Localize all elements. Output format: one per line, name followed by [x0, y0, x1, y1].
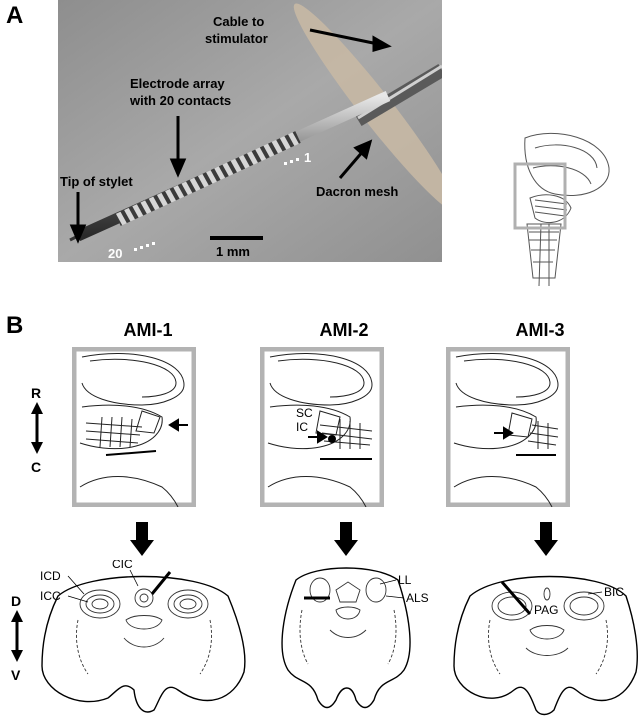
label-icc: ICC — [40, 589, 61, 603]
svg-text:V: V — [11, 667, 21, 682]
scale-bar-label: 1 mm — [216, 244, 250, 259]
coronal-section-ami-1: CIC ICD ICC — [40, 560, 246, 713]
sagittal-inset-ami-3 — [446, 347, 570, 507]
sagittal-inset-ami-2: SC IC — [260, 347, 384, 507]
down-arrow-ami-2 — [334, 522, 358, 556]
sagittal-inset-ami-1 — [72, 347, 196, 507]
label-contact-20: 20 — [108, 246, 122, 261]
electrode-contacts — [115, 131, 301, 226]
panel-b-letter: B — [6, 312, 24, 339]
label-contact-1: 1 — [304, 150, 311, 165]
label-tip: Tip of stylet — [60, 174, 133, 189]
svg-text:D: D — [11, 593, 21, 609]
coronal-section-ami-3: PAG BIC — [453, 575, 638, 716]
rostral-caudal-axis: R C — [31, 385, 43, 474]
title-ami-1: AMI-1 — [123, 320, 173, 340]
down-arrow-ami-1 — [130, 522, 154, 556]
down-arrow-ami-3 — [534, 522, 558, 556]
svg-text:R: R — [31, 385, 41, 401]
svg-text:C: C — [31, 459, 41, 474]
overview-highlight-box — [513, 162, 567, 230]
panel-a-letter: A — [6, 2, 24, 29]
label-ll: LL — [398, 573, 412, 587]
coronal-section-ami-2: LL ALS — [281, 567, 429, 709]
label-pag: PAG — [534, 603, 558, 617]
label-icd: ICD — [40, 569, 61, 583]
dorsal-ventral-axis: D V — [11, 593, 23, 682]
brain-overview-schematic — [513, 132, 610, 287]
title-ami-3: AMI-3 — [515, 320, 565, 340]
label-als: ALS — [406, 591, 429, 605]
label-cic: CIC — [112, 560, 133, 571]
label-ic: IC — [296, 420, 308, 434]
label-mesh: Dacron mesh — [316, 184, 398, 199]
label-sc: SC — [296, 406, 313, 420]
title-ami-2: AMI-2 — [319, 320, 369, 340]
label-bic: BIC — [604, 585, 624, 599]
